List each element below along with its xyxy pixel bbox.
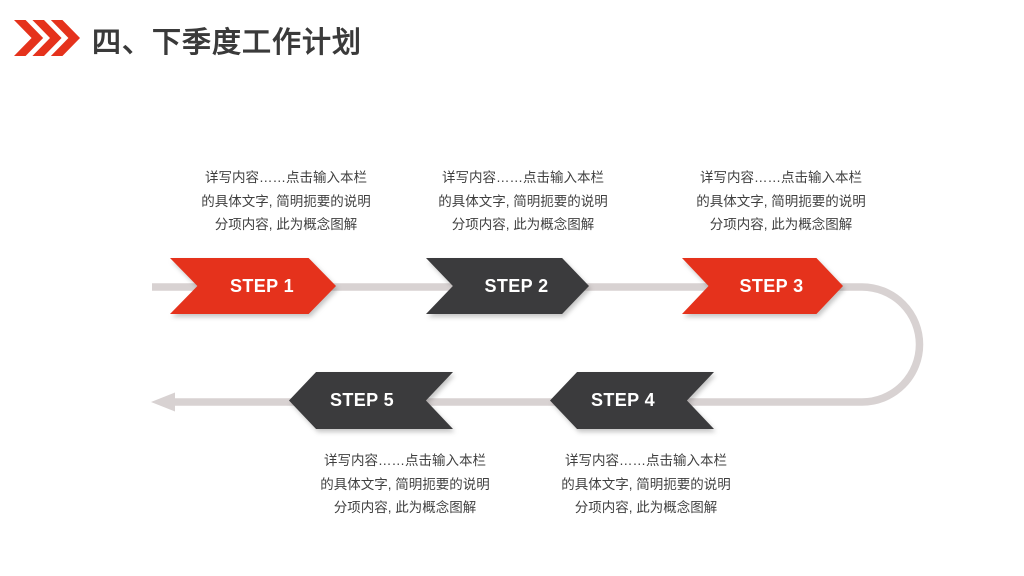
- step-5-description[interactable]: 详写内容……点击输入本栏 的具体文字, 简明扼要的说明 分项内容, 此为概念图解: [320, 453, 490, 515]
- step-2-label: STEP 2: [484, 275, 549, 296]
- step-3-description[interactable]: 详写内容……点击输入本栏 的具体文字, 简明扼要的说明 分项内容, 此为概念图解: [696, 170, 866, 232]
- step-5-label: STEP 5: [329, 390, 395, 410]
- slide-title: 四、下季度工作计划: [92, 27, 363, 59]
- step-1-description[interactable]: 详写内容……点击输入本栏 的具体文字, 简明扼要的说明 分项内容, 此为概念图解: [201, 170, 371, 232]
- step-2-description[interactable]: 详写内容……点击输入本栏 的具体文字, 简明扼要的说明 分项内容, 此为概念图解: [438, 170, 608, 232]
- step-1-arrow[interactable]: STEP 1: [170, 258, 336, 314]
- step-4-label: STEP 4: [590, 390, 656, 410]
- step-5-arrow[interactable]: STEP 5: [289, 372, 453, 429]
- triple-chevron-icon: [14, 20, 80, 56]
- connector-path: [152, 283, 924, 406]
- step-4-arrow[interactable]: STEP 4: [550, 372, 714, 429]
- step-4-description[interactable]: 详写内容……点击输入本栏 的具体文字, 简明扼要的说明 分项内容, 此为概念图解: [561, 453, 731, 515]
- step-1-label: STEP 1: [229, 275, 295, 296]
- step-3-label: STEP 3: [739, 275, 804, 296]
- step-2-arrow[interactable]: STEP 2: [426, 258, 589, 314]
- flow-end-arrowhead-icon: [151, 392, 175, 412]
- step-3-arrow[interactable]: STEP 3: [682, 258, 843, 314]
